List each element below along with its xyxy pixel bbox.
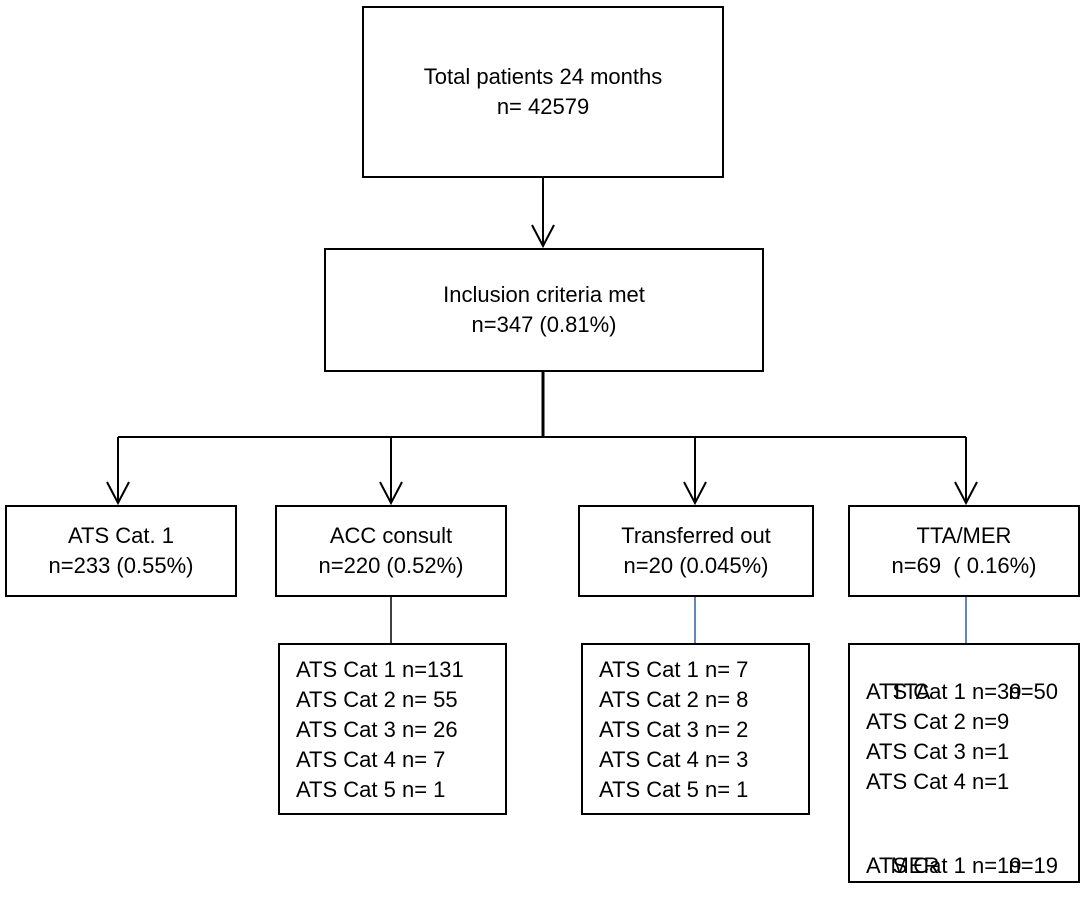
tta-value: n=50 [1008,679,1059,704]
list-item: ATS Cat 2 n= 55 [296,687,458,712]
acc-consult-box: ACC consult n=220 (0.52%) [275,505,507,597]
list-item: ATS Cat 1 n=19 [866,853,1022,878]
list-item: ATS Cat 1 n=131 [296,657,464,682]
list-item: ATS Cat 5 n= 1 [296,777,446,802]
total-patients-box: Total patients 24 months n= 42579 [362,6,724,178]
list-item: ATS Cat 4 n=1 [866,769,1010,794]
tta-mer-box: TTA/MER n=69 ( 0.16%) [848,505,1080,597]
transferred-out-box: Transferred out n=20 (0.045%) [578,505,814,597]
mer-header-row: MER n=19 [866,821,1078,878]
list-item: ATS Cat 3 n= 2 [599,717,749,742]
inclusion-criteria-box: Inclusion criteria met n=347 (0.81%) [324,248,764,372]
inclusion-label: Inclusion criteria met [443,282,645,307]
total-patients-count: n= 42579 [496,94,590,119]
tta-mer-label: TTA/MER [916,523,1012,548]
list-item: ATS Cat 2 n=9 [866,709,1010,734]
flowchart-connectors [0,178,1084,643]
list-item: ATS Cat 4 n= 7 [296,747,446,772]
mer-label: MER [890,853,940,878]
mer-value: n=19 [1008,853,1059,878]
list-item: ATS Cat 3 n=1 [866,739,1010,764]
list-item: ATS Cat 1 n=39 [866,679,1022,704]
acc-consult-details-box: ATS Cat 1 n=131 ATS Cat 2 n= 55 ATS Cat … [278,643,507,815]
total-patients-label: Total patients 24 months [423,64,663,89]
spacer [866,797,1078,821]
list-item: ATS Cat 2 n= 8 [599,687,749,712]
list-item: ATS Cat 5 n= 1 [599,777,749,802]
ats-cat1-box: ATS Cat. 1 n=233 (0.55%) [5,505,237,597]
transferred-out-count: n=20 (0.045%) [623,553,769,578]
ats-cat1-count: n=233 (0.55%) [48,553,194,578]
tta-mer-count: n=69 ( 0.16%) [891,553,1037,578]
acc-consult-label: ACC consult [329,523,453,548]
list-item: ATS Cat 1 n= 7 [599,657,749,682]
ats-cat1-label: ATS Cat. 1 [68,523,174,548]
acc-consult-count: n=220 (0.52%) [318,553,464,578]
inclusion-count: n=347 (0.81%) [471,312,617,337]
tta-header-row: TTA n=50 [866,647,1078,704]
tta-label: TTA [890,679,931,704]
transferred-out-label: Transferred out [621,523,771,548]
list-item: ATS Cat 4 n= 3 [599,747,749,772]
transferred-details-box: ATS Cat 1 n= 7 ATS Cat 2 n= 8 ATS Cat 3 … [581,643,810,815]
tta-mer-details-box: TTA n=50 ATS Cat 1 n=39 ATS Cat 2 n=9 ATS… [848,643,1080,883]
list-item: ATS Cat 3 n= 26 [296,717,458,742]
